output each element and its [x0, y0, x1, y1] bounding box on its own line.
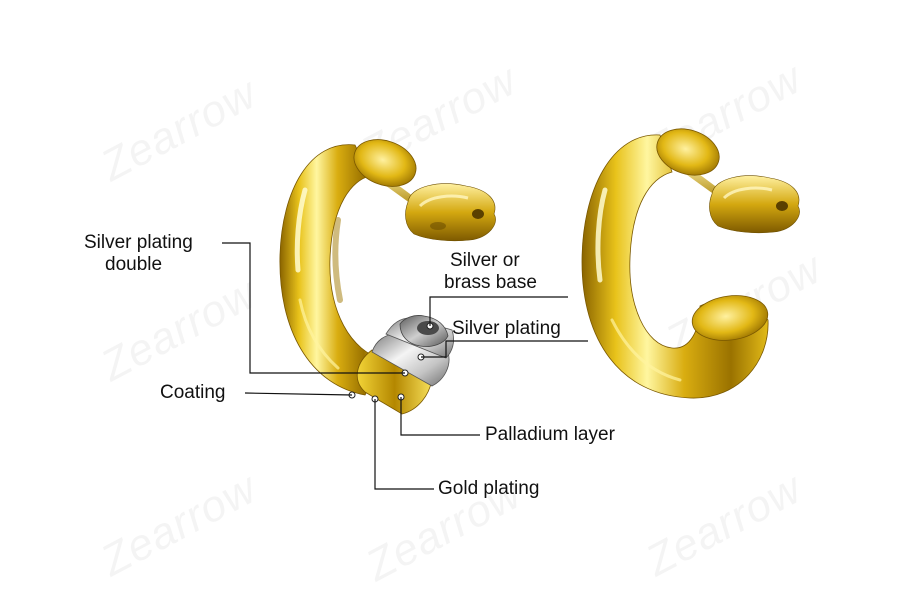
label-palladium-layer: Palladium layer	[485, 424, 615, 445]
right-earring	[581, 128, 800, 399]
leader-silver-plating	[421, 340, 588, 358]
leader-coating	[244, 392, 353, 396]
label-line: brass base	[444, 272, 537, 293]
earring-back-right	[709, 175, 800, 234]
earring-back-left	[405, 183, 496, 242]
label-line: Silver or	[450, 250, 520, 271]
leader-gold-plating	[374, 399, 434, 490]
leader-lines	[222, 242, 588, 490]
label-base: Silver or brass base	[444, 250, 537, 294]
leader-base	[429, 296, 568, 326]
label-coating: Coating	[160, 382, 226, 403]
label-line: Silver plating	[84, 232, 193, 253]
label-silver-plating-double: Silver plating double	[84, 232, 193, 276]
left-earring-cutaway	[279, 139, 496, 415]
label-gold-plating: Gold plating	[438, 478, 540, 499]
leader-silver-plating-double	[222, 242, 405, 374]
label-silver-plating: Silver plating	[452, 318, 561, 339]
label-line: double	[105, 254, 163, 275]
leader-palladium	[400, 397, 480, 436]
